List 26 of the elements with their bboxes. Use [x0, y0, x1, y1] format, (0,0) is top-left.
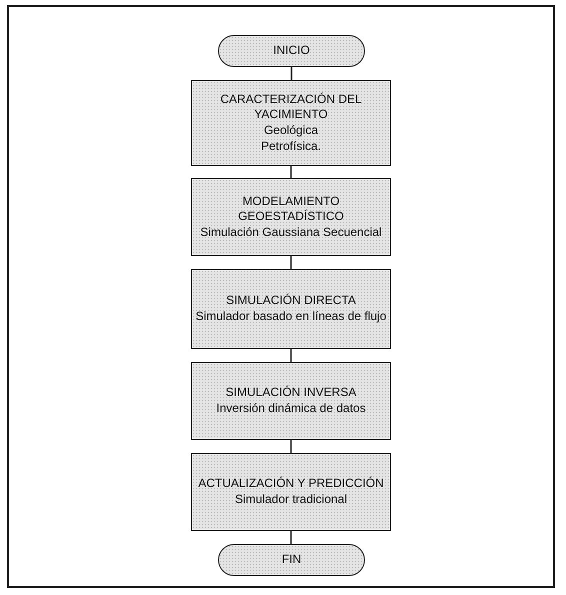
step-detail: Simulador tradicional — [234, 492, 348, 508]
connector-line — [290, 531, 292, 544]
step-detail: Simulador basado en líneas de flujo — [194, 309, 388, 325]
step-title: CARACTERIZACIÓN DEL YACIMIENTO — [219, 92, 363, 123]
process-box — [191, 269, 391, 349]
terminator-shape — [218, 544, 365, 576]
process-box — [191, 453, 391, 531]
connector-line — [290, 349, 292, 362]
process-box — [191, 362, 391, 440]
step-detail: Petrofísica. — [260, 138, 322, 154]
step-title: SIMULACIÓN DIRECTA — [225, 293, 357, 309]
connector-line — [290, 440, 292, 453]
connector-line — [290, 256, 292, 269]
step-detail: Simulación Gaussiana Secuencial — [199, 224, 383, 240]
step-title: SIMULACIÓN INVERSA — [224, 385, 358, 401]
terminator-shape — [218, 35, 365, 67]
step-detail: Inversión dinámica de datos — [215, 401, 367, 417]
terminator-label: INICIO — [272, 43, 311, 59]
step-detail: Geológica — [262, 123, 320, 139]
connector-line — [290, 67, 292, 80]
process-box — [191, 80, 391, 166]
step-title: MODELAMIENTO GEOESTADÍSTICO — [237, 194, 345, 225]
process-box — [191, 178, 391, 256]
step-title: ACTUALIZACIÓN Y PREDICCIÓN — [197, 476, 385, 492]
terminator-label: FIN — [280, 552, 302, 568]
connector-line — [290, 166, 292, 178]
